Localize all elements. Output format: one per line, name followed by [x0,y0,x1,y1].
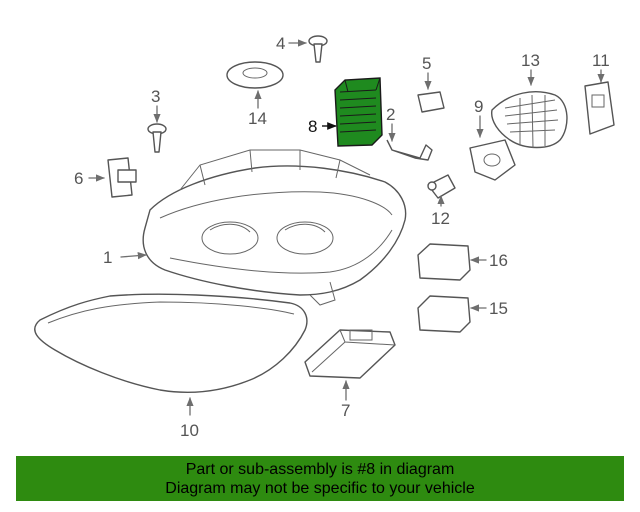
igniter-part-9 [469,139,516,181]
banner-line-2: Diagram may not be specific to your vehi… [165,480,475,497]
callout-7: 7 [341,401,350,420]
bolt-part-3 [147,123,167,153]
callout-labels: 1 2 3 4 5 6 7 8 9 10 11 12 13 14 15 16 [74,34,610,440]
bracket-part-2 [386,139,433,161]
cover-part-13 [491,91,568,149]
highlighted-part-8 [334,77,383,147]
callout-6: 6 [74,169,83,188]
exploded-parts-diagram: 1 2 3 4 5 6 7 8 9 10 11 12 13 14 15 16 [34,34,615,440]
leader-lines [88,39,605,416]
callout-2: 2 [386,105,395,124]
callout-3: 3 [151,87,160,106]
callout-5: 5 [422,54,431,73]
banner-line-1: Part or sub-assembly is #8 in diagram [185,461,455,478]
screw-part-4 [308,35,328,63]
callout-15: 15 [489,299,508,318]
headlight-assembly-part [142,149,407,306]
callout-12: 12 [431,209,450,228]
callout-16: 16 [489,251,508,270]
callout-11: 11 [592,51,610,70]
clip-part-5 [417,91,445,113]
callout-4: 4 [276,34,285,53]
part-info-banner: Part or sub-assembly is #8 in diagram Di… [16,456,624,501]
cap-part [226,61,284,89]
callout-1: 1 [103,248,112,267]
callout-14: 14 [248,109,267,128]
control-module-part [304,329,396,379]
bulb-part-12 [427,174,456,199]
lens-cover-part [34,293,308,394]
adjuster-part-6 [107,157,137,198]
bracket-part-11 [584,81,615,135]
callout-9: 9 [474,97,483,116]
pad-part-15 [417,295,471,333]
pad-part-16 [417,243,471,281]
callout-13: 13 [521,51,540,70]
callout-8: 8 [308,117,317,136]
callout-10: 10 [180,421,199,440]
